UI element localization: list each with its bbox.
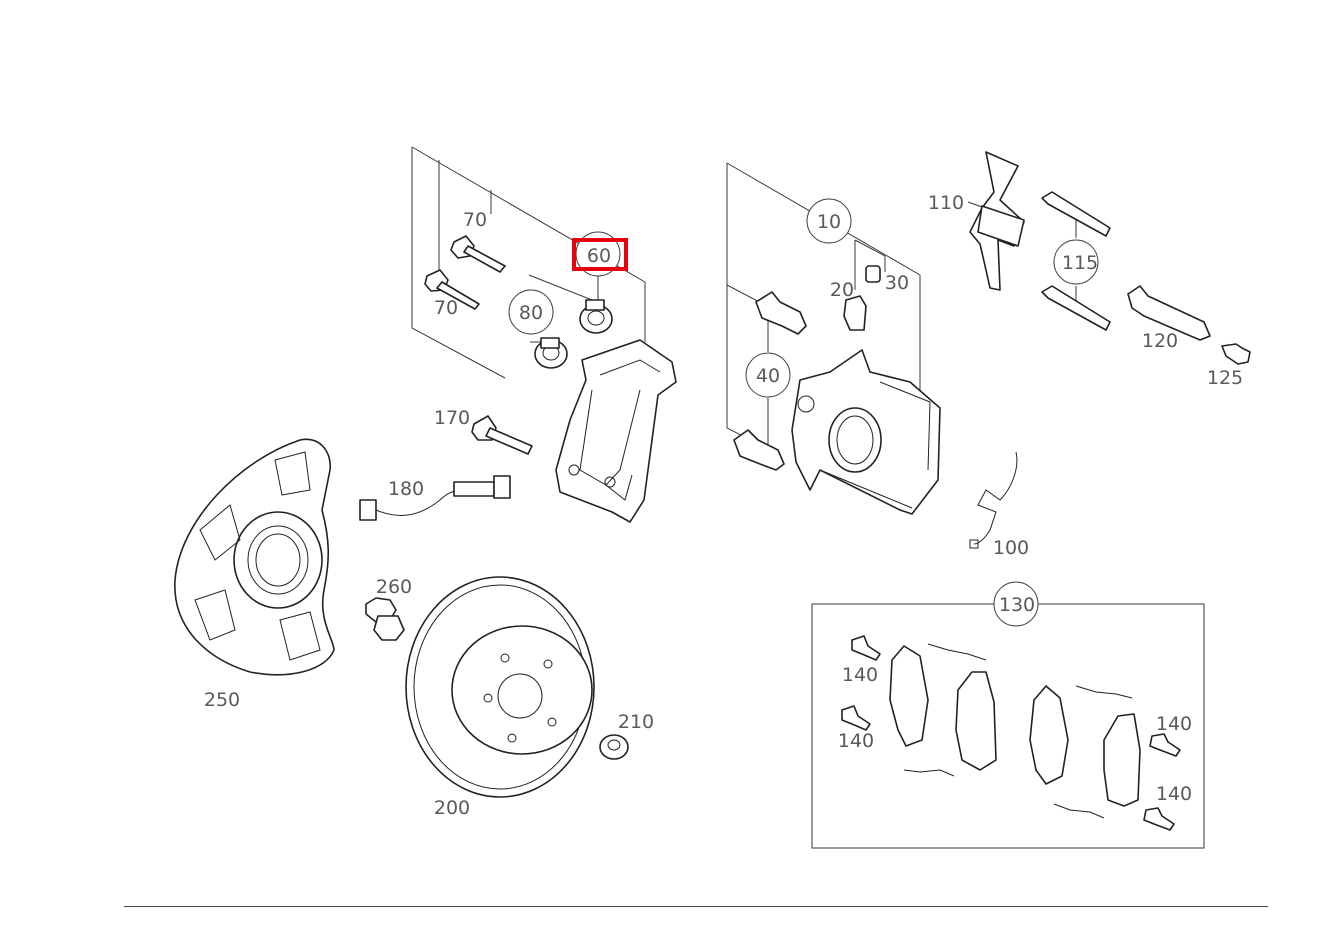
dust-shield-250[interactable]	[174, 438, 335, 676]
guide-pin-40-lower[interactable]	[733, 429, 785, 471]
guide-pin-115-lower[interactable]	[1041, 285, 1111, 331]
label-60[interactable]: 60	[587, 245, 611, 267]
label-260[interactable]: 260	[376, 576, 412, 598]
nut-80[interactable]	[534, 337, 568, 369]
caliper-bracket[interactable]	[555, 339, 677, 523]
bleeder-cap-30[interactable]	[865, 265, 881, 283]
bolt-120[interactable]	[1127, 285, 1211, 341]
retaining-spring-110[interactable]	[969, 151, 1025, 291]
label-120[interactable]: 120	[1142, 330, 1178, 352]
guide-pin-115-upper[interactable]	[1041, 191, 1111, 237]
label-70-upper[interactable]: 70	[463, 209, 487, 231]
label-250[interactable]: 250	[204, 689, 240, 711]
selection-highlight	[572, 238, 628, 271]
label-140-a[interactable]: 140	[842, 664, 878, 686]
label-80[interactable]: 80	[519, 302, 543, 324]
label-115[interactable]: 115	[1062, 252, 1098, 274]
callout-circles	[508, 198, 1099, 627]
leader-lines	[411, 146, 1205, 849]
label-30[interactable]: 30	[885, 272, 909, 294]
footer-rule	[124, 906, 1268, 907]
label-125[interactable]: 125	[1207, 367, 1243, 389]
label-140-c[interactable]: 140	[1156, 713, 1192, 735]
bleeder-screw-20[interactable]	[843, 295, 867, 331]
bolt-70-upper[interactable]	[450, 235, 506, 273]
label-210[interactable]: 210	[618, 711, 654, 733]
label-100[interactable]: 100	[993, 537, 1029, 559]
nut-60[interactable]	[579, 299, 613, 334]
bolt-125[interactable]	[1221, 343, 1251, 365]
label-110[interactable]: 110	[928, 192, 964, 214]
wear-sensor-180[interactable]	[359, 475, 511, 521]
label-170[interactable]: 170	[434, 407, 470, 429]
label-10[interactable]: 10	[817, 211, 841, 233]
label-140-d[interactable]: 140	[1156, 783, 1192, 805]
wear-sensor-100[interactable]	[969, 451, 1018, 549]
brake-caliper[interactable]	[791, 349, 941, 515]
label-20[interactable]: 20	[830, 279, 854, 301]
label-70-lower[interactable]: 70	[434, 297, 458, 319]
brake-pad-kit-130[interactable]	[841, 635, 1181, 831]
bolt-170[interactable]	[471, 415, 533, 455]
guide-pin-40-upper[interactable]	[755, 291, 807, 335]
label-40[interactable]: 40	[756, 365, 780, 387]
bolt-260[interactable]	[365, 597, 405, 641]
screw-210[interactable]	[599, 734, 629, 760]
label-140-b[interactable]: 140	[838, 730, 874, 752]
part-labels: 10 20 30 40 60 70 70 80 100 110 115 120 …	[204, 192, 1243, 819]
label-200[interactable]: 200	[434, 797, 470, 819]
label-130[interactable]: 130	[999, 594, 1035, 616]
brake-disc-200[interactable]	[405, 576, 595, 798]
label-180[interactable]: 180	[388, 478, 424, 500]
bolt-70-lower[interactable]	[424, 269, 480, 310]
